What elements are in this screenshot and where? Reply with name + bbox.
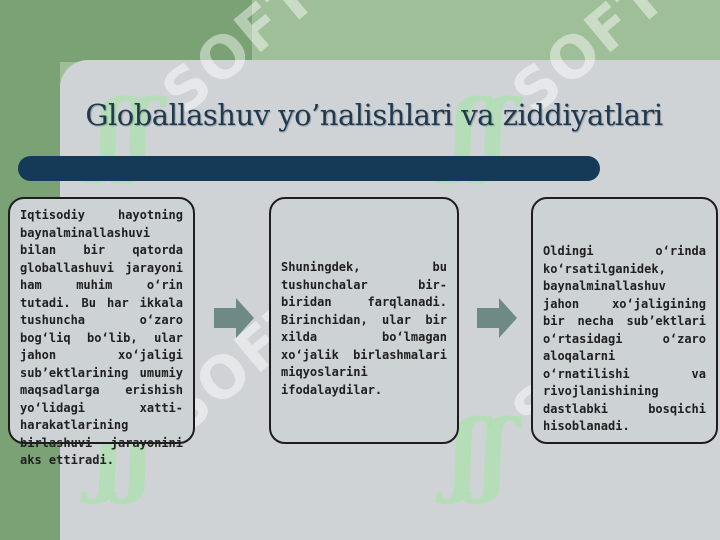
text-box-1-content: Iqtisodiy hayotning baynalminallashuvi b… <box>20 208 183 467</box>
slide-title: Globallashuv yo’nalishlari va ziddiyatla… <box>85 98 663 132</box>
title-underline-bar <box>18 156 600 181</box>
text-box-1: Iqtisodiy hayotning baynalminallashuvi b… <box>8 197 195 467</box>
right-arrow-icon <box>477 298 517 338</box>
text-box-2: Shuningdek, bu tushunchalar bir-biridan … <box>269 197 459 444</box>
text-box-3: Oldingi o‘rinda ko‘rsatilganidek, baynal… <box>531 197 718 444</box>
text-box-2-content: Shuningdek, bu tushunchalar bir-biridan … <box>281 260 447 397</box>
right-arrow-icon <box>214 298 254 338</box>
text-box-3-content: Oldingi o‘rinda ko‘rsatilganidek, baynal… <box>543 244 706 433</box>
